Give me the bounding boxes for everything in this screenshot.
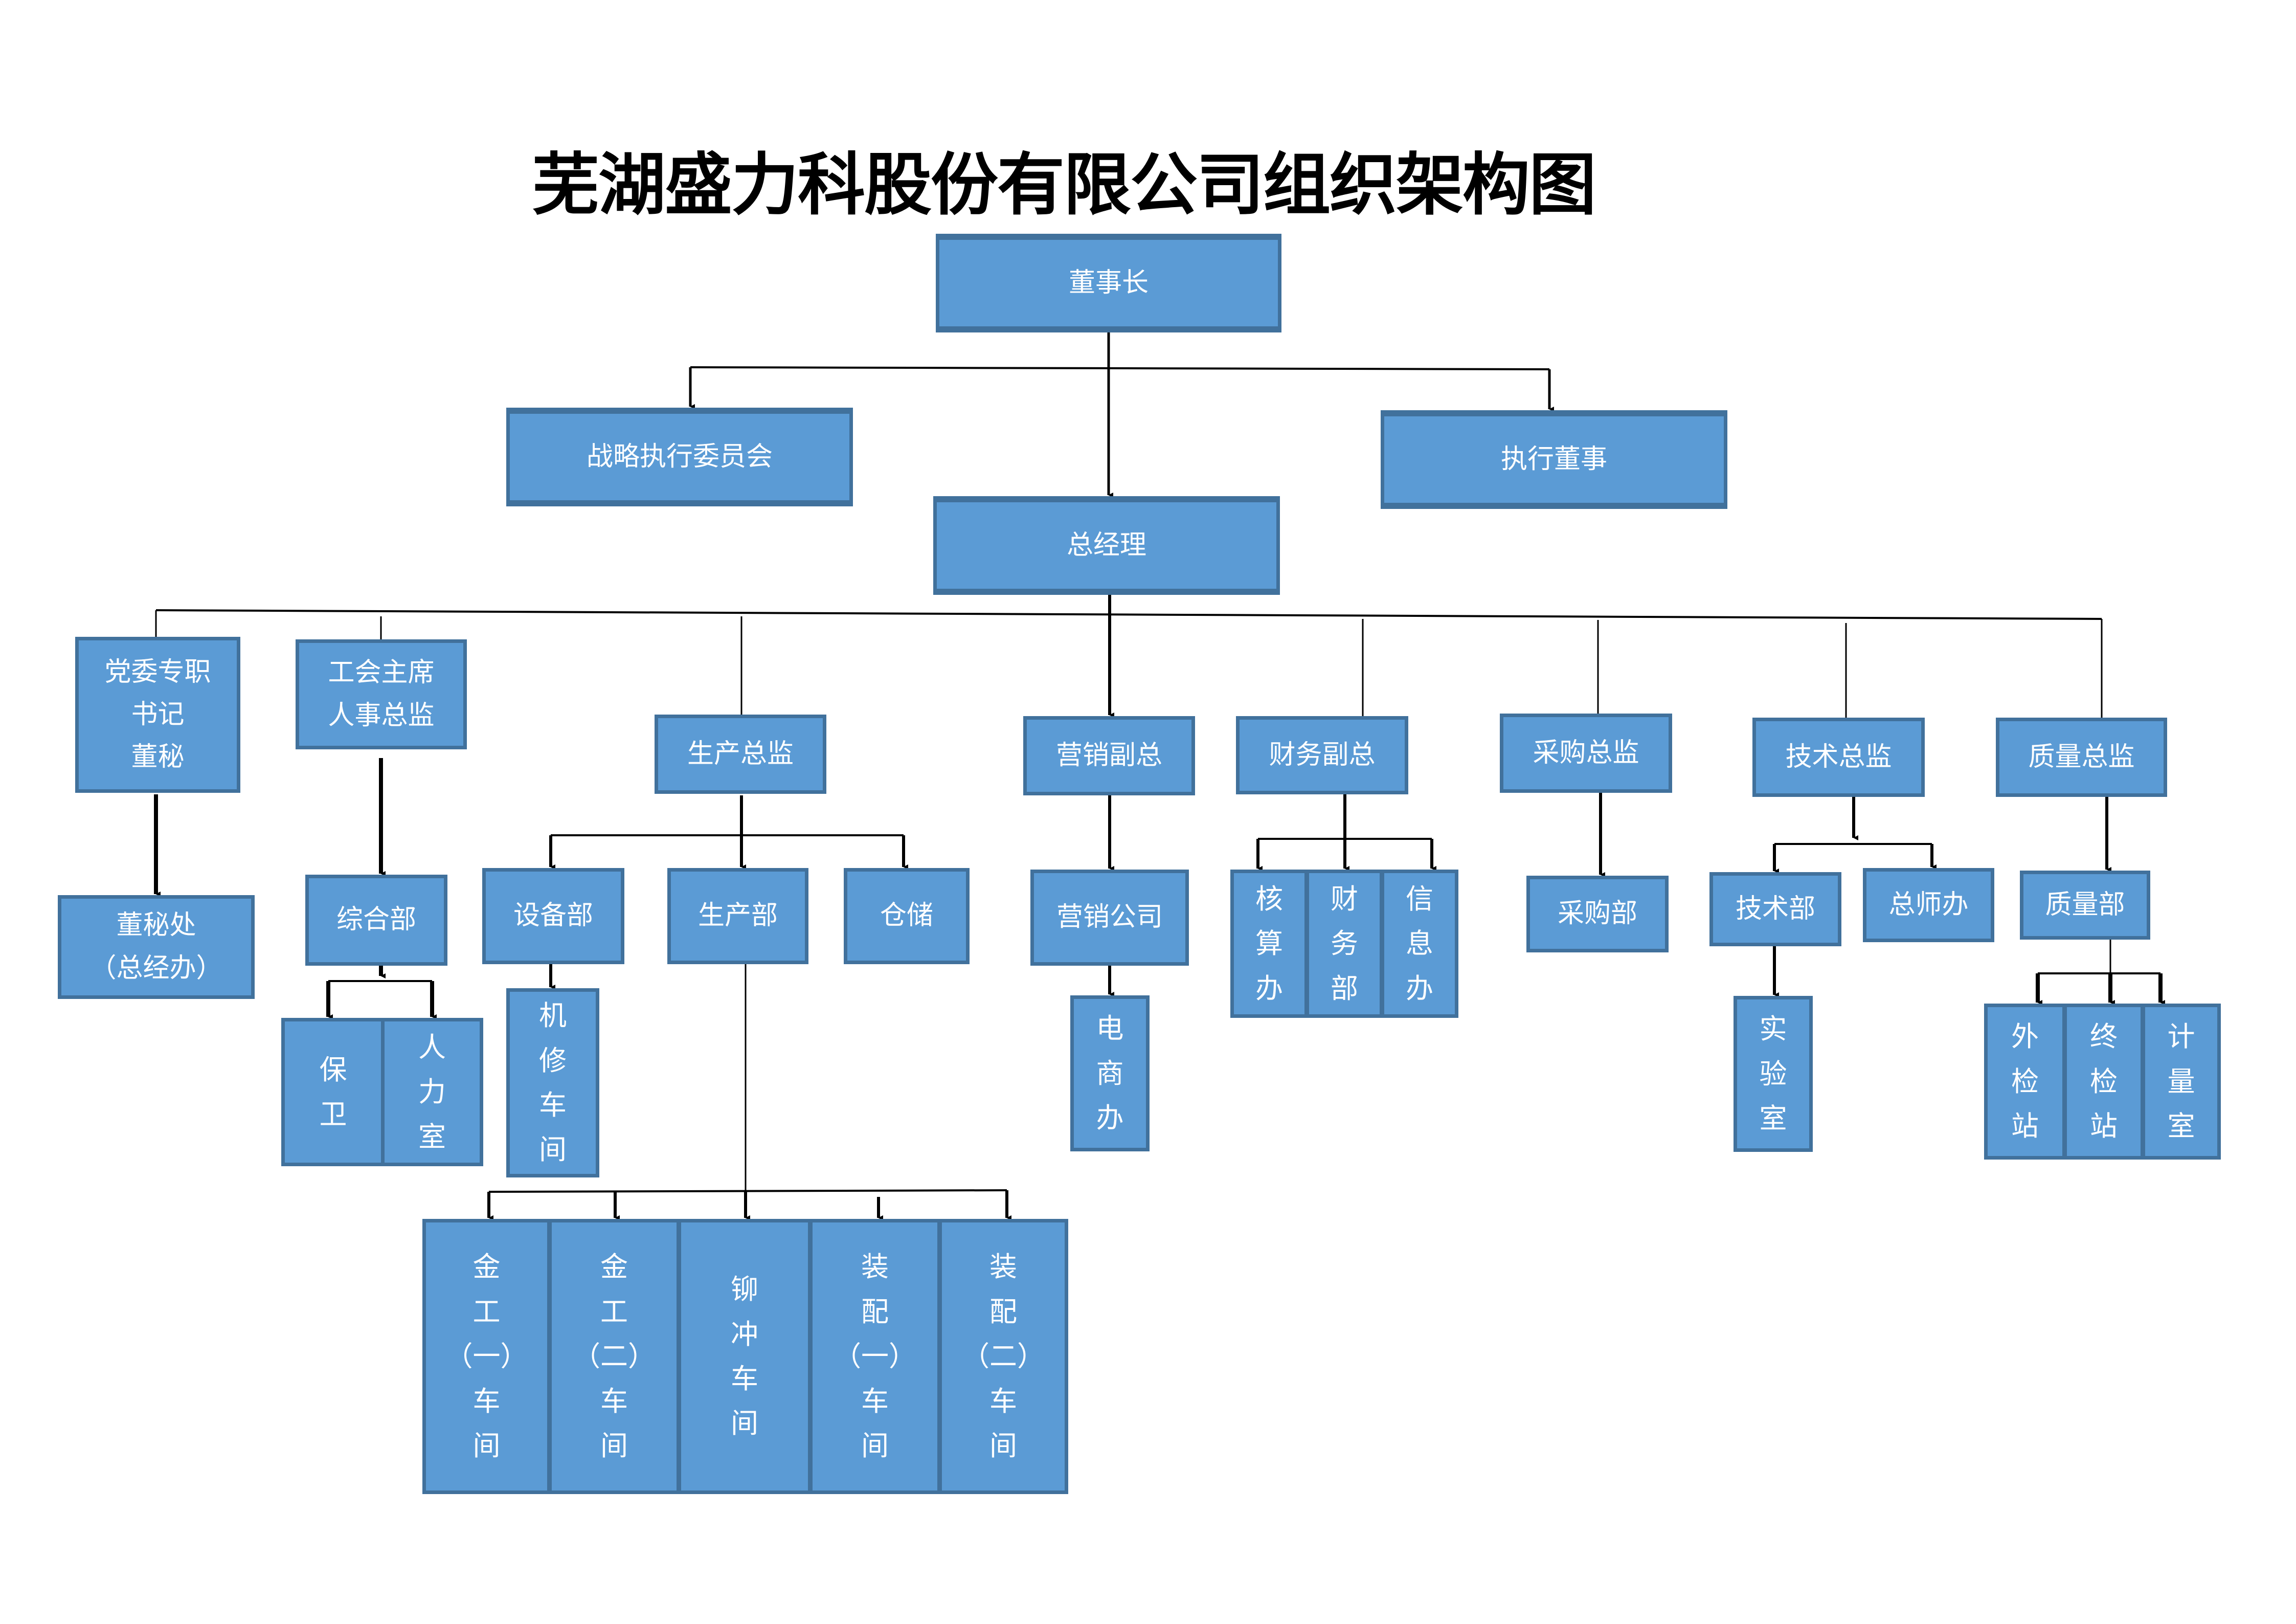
node-metal-workshop-2[interactable]: 金 工 （二） 车 间 [548,1219,680,1494]
node-strategy-committee[interactable]: 战略执行委员会 [506,408,853,506]
node-accounting-office[interactable]: 核 算 办 [1230,870,1308,1018]
node-laboratory[interactable]: 实 验 室 [1734,996,1813,1152]
node-production-director[interactable]: 生产总监 [655,715,826,794]
node-general-manager[interactable]: 总经理 [933,496,1280,595]
node-metrology-room[interactable]: 计 量 室 [2142,1004,2221,1160]
node-general-dept[interactable]: 综合部 [305,875,447,966]
node-assembly-workshop-1[interactable]: 装 配 （一） 车 间 [809,1219,941,1494]
node-repair-workshop[interactable]: 机 修 车 间 [506,988,599,1177]
node-riveting-workshop[interactable]: 铆 冲 车 间 [678,1219,812,1494]
node-marketing-company[interactable]: 营销公司 [1030,870,1189,966]
connector-line [488,1189,1007,1193]
node-hr-office[interactable]: 人 力 室 [381,1018,483,1166]
node-executive-director[interactable]: 执行董事 [1381,410,1727,509]
node-party-secretary[interactable]: 党委专职 书记 董秘 [75,637,240,793]
node-chairman[interactable]: 董事长 [936,234,1281,332]
node-quality-director[interactable]: 质量总监 [1996,718,2167,797]
chart-title: 芜湖盛力科股份有限公司组织架构图 [532,146,1596,225]
connector-line [690,366,1550,370]
node-external-inspection[interactable]: 外 检 站 [1984,1004,2066,1160]
node-chief-engineer-office[interactable]: 总师办 [1863,868,1994,942]
node-purchasing-dept[interactable]: 采购部 [1526,876,1669,952]
node-assembly-workshop-2[interactable]: 装 配 （二） 车 间 [938,1219,1068,1494]
node-tech-dept[interactable]: 技术部 [1709,872,1841,946]
node-warehouse[interactable]: 仓储 [844,868,970,964]
node-finance-vp[interactable]: 财务副总 [1236,716,1408,794]
node-final-inspection[interactable]: 终 检 站 [2063,1004,2144,1160]
connector-line [155,609,2102,620]
node-board-office[interactable]: 董秘处 （总经办） [58,895,255,999]
node-production-dept[interactable]: 生产部 [667,868,808,964]
node-ecommerce-office[interactable]: 电 商 办 [1070,995,1150,1151]
node-metal-workshop-1[interactable]: 金 工 （一） 车 间 [422,1219,551,1494]
node-security[interactable]: 保 卫 [281,1018,385,1166]
node-equipment-dept[interactable]: 设备部 [482,868,624,964]
node-info-office[interactable]: 信 息 办 [1381,870,1458,1018]
node-tech-director[interactable]: 技术总监 [1752,718,1925,797]
node-marketing-vp[interactable]: 营销副总 [1023,716,1195,795]
node-finance-dept[interactable]: 财 务 部 [1305,870,1383,1018]
node-quality-dept[interactable]: 质量部 [2020,871,2150,940]
node-purchasing-director[interactable]: 采购总监 [1500,714,1672,793]
node-union-hr[interactable]: 工会主席 人事总监 [296,639,467,749]
